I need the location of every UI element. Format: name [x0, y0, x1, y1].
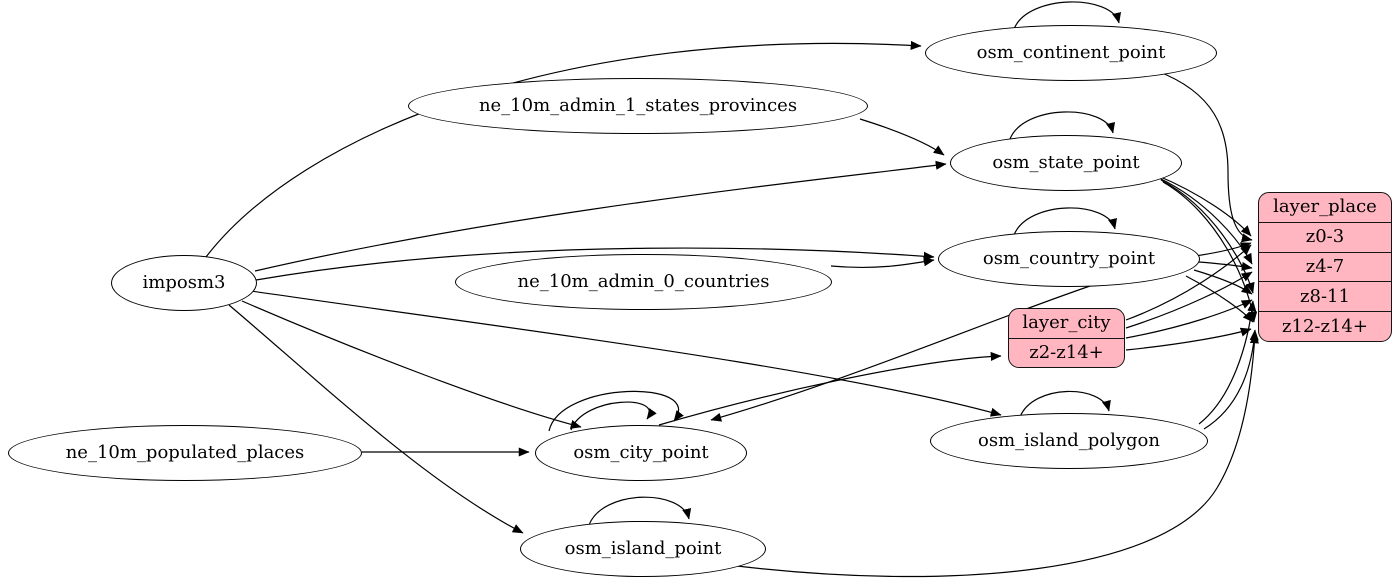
- selfloop-osm_city_point-inner: [570, 401, 657, 431]
- edge-layer_city-layer_place-z12-z14: [1125, 327, 1252, 351]
- node-ne-10m-admin-0-countries-label: ne_10m_admin_0_countries: [517, 271, 770, 292]
- node-osm-continent-point-label: osm_continent_point: [976, 42, 1166, 63]
- node-imposm3-label: imposm3: [142, 272, 226, 293]
- edge-ne_10m_admin_0_countries-osm_country_point: [830, 257, 935, 269]
- layer-place-row-z8-11: z8-11: [1259, 281, 1391, 311]
- edge-layer_city-layer_place-z4-7: [1125, 271, 1253, 329]
- selfloop-osm_city_point-outer: [548, 390, 684, 432]
- node-osm-continent-point: osm_continent_point: [925, 25, 1217, 81]
- node-osm-city-point-label: osm_city_point: [573, 442, 709, 463]
- edge-osm_country_point-layer_place-z0-3: [1194, 242, 1252, 257]
- edge-imposm3-osm_city_point: [241, 300, 582, 429]
- selfloop-osm_country_point: [1013, 207, 1117, 236]
- edge-imposm3-osm_island_point: [228, 304, 524, 534]
- node-osm-island-polygon-label: osm_island_polygon: [978, 430, 1160, 451]
- layer-place-row-z12-z14: z12-z14+: [1259, 311, 1391, 341]
- node-osm-state-point: osm_state_point: [950, 135, 1182, 191]
- edge-layer_city-layer_place-z8-11: [1125, 299, 1253, 339]
- edge-osm_city_point-layer_city: [658, 351, 1002, 426]
- edge-ne_10m_admin_1_states_provinces-osm_state_point: [859, 118, 945, 156]
- layer-city-row-z2-z14: z2-z14+: [1009, 337, 1124, 368]
- layer-place-row-z4-7: z4-7: [1259, 251, 1391, 282]
- node-imposm3: imposm3: [111, 255, 257, 311]
- node-ne-10m-admin-1-states-provinces-label: ne_10m_admin_1_states_provinces: [478, 95, 798, 116]
- edge-osm_country_point-layer_place-z8-11: [1193, 269, 1253, 295]
- edge-imposm3-osm_country_point: [255, 247, 935, 281]
- node-osm-city-point: osm_city_point: [535, 425, 747, 481]
- node-osm-country-point: osm_country_point: [938, 231, 1200, 287]
- edge-osm_country_point-osm_city_point: [710, 283, 1097, 422]
- selfloop-osm_continent_point: [1013, 1, 1121, 30]
- selfloop-osm_island_polygon: [1019, 390, 1111, 418]
- node-osm-island-point: osm_island_point: [520, 521, 766, 577]
- edge-osm_country_point-layer_place-z12-z14: [1185, 275, 1254, 323]
- selfloop-osm_island_point: [588, 496, 692, 526]
- node-ne-10m-admin-1-states-provinces: ne_10m_admin_1_states_provinces: [408, 78, 868, 134]
- edge-osm_island_point-layer_place-z12-z14: [736, 332, 1259, 578]
- node-ne-10m-populated-places-label: ne_10m_populated_places: [65, 442, 305, 463]
- edge-osm_state_point-layer_place-z8-11: [1160, 179, 1255, 294]
- record-layer-place: layer_place z0-3 z4-7 z8-11 z12-z14+: [1258, 192, 1392, 342]
- layer-place-header: layer_place: [1273, 196, 1377, 218]
- node-osm-state-point-label: osm_state_point: [992, 152, 1140, 173]
- edge-osm_island_polygon-layer_place-z12-z14: [1203, 329, 1259, 430]
- edge-imposm3-osm_continent_point: [205, 40, 922, 258]
- layer-place-row-z0-3: z0-3: [1259, 221, 1391, 252]
- edge-layer_city-layer_place-z0-3: [1125, 244, 1252, 321]
- edge-osm_state_point-layer_place-z4-7: [1158, 177, 1253, 265]
- node-osm-country-point-label: osm_country_point: [982, 248, 1156, 269]
- selfloop-osm_state_point: [1009, 111, 1115, 140]
- edge-osm_country_point-layer_place-z4-7: [1198, 261, 1253, 271]
- edge-imposm3-osm_island_polygon: [250, 290, 1002, 417]
- edge-osm_continent_point-layer_place-z0-3: [1156, 70, 1253, 243]
- node-ne-10m-admin-0-countries: ne_10m_admin_0_countries: [455, 254, 832, 310]
- layer-city-header: layer_city: [1022, 312, 1111, 334]
- record-layer-city: layer_city z2-z14+: [1008, 308, 1125, 368]
- node-ne-10m-populated-places: ne_10m_populated_places: [8, 425, 362, 481]
- edge-osm_state_point-layer_place-z0-3: [1155, 174, 1252, 237]
- node-osm-island-polygon: osm_island_polygon: [930, 413, 1208, 469]
- edge-osm_island_polygon-layer_place-z8-11: [1198, 300, 1257, 425]
- node-osm-island-point-label: osm_island_point: [564, 538, 722, 559]
- edge-imposm3-osm_state_point: [254, 160, 947, 272]
